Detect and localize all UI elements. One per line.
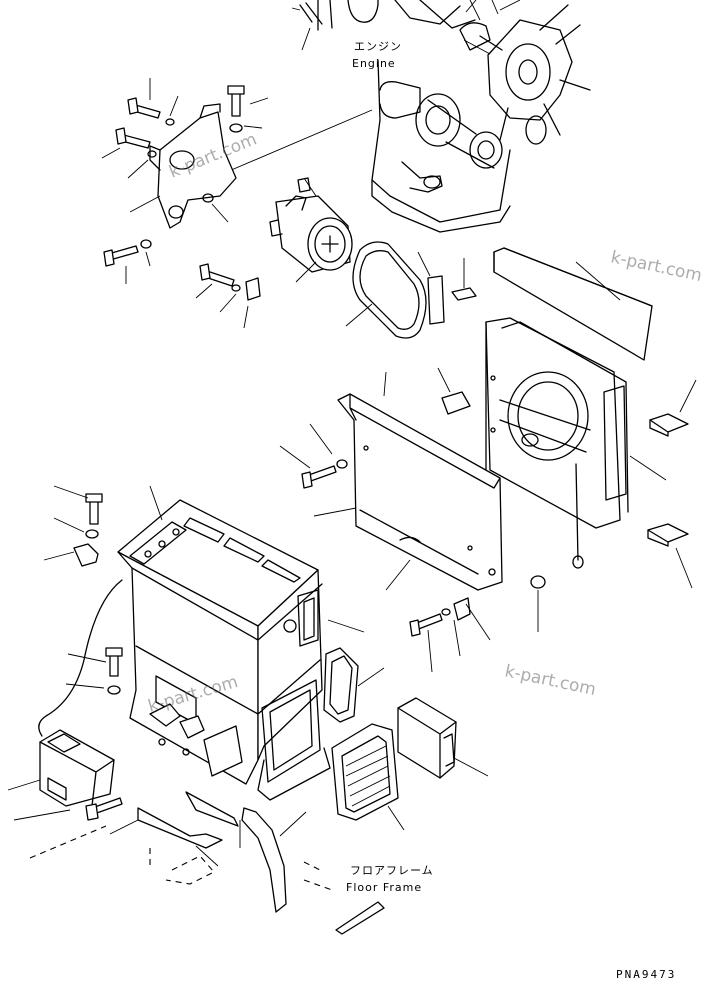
pad-c xyxy=(647,523,689,543)
seal-pad-small xyxy=(451,287,477,301)
bolt xyxy=(109,653,119,677)
air-conditioner-compressor xyxy=(269,177,353,273)
nut xyxy=(530,575,546,589)
compressor-bracket-set xyxy=(103,85,261,301)
belt-leader-line xyxy=(221,109,373,175)
bolt xyxy=(89,499,99,525)
engine-label: エンジン Engine xyxy=(352,40,402,70)
clamp xyxy=(73,543,99,567)
air-conditioner-unit xyxy=(117,499,331,801)
drawing-code: PNA9473 xyxy=(616,968,676,981)
engine-label-jp: エンジン xyxy=(354,40,402,53)
floor-frame-label-jp: フロアフレーム xyxy=(350,864,434,877)
duct-b xyxy=(185,791,239,827)
engine-assembly xyxy=(299,0,591,233)
watermark: k-part.com xyxy=(609,247,704,286)
filter-cover xyxy=(397,697,457,779)
watermark: k-part.com xyxy=(503,661,598,700)
engine-label-en: Engine xyxy=(352,57,396,70)
outlet-duct xyxy=(323,647,359,723)
recirculation-filter xyxy=(331,723,399,821)
v-belt xyxy=(352,241,427,339)
floor-frame-outline xyxy=(149,848,215,885)
pad-b xyxy=(649,413,689,433)
drain-hose xyxy=(241,807,287,913)
wire-harness xyxy=(38,579,123,737)
condenser-bracket-plate xyxy=(337,393,503,591)
floor-frame-label: フロアフレーム Floor Frame xyxy=(346,864,434,894)
seal-pad xyxy=(427,275,445,325)
condenser-assembly xyxy=(485,317,629,569)
relay-box xyxy=(39,729,115,807)
floor-rail xyxy=(335,901,385,935)
callout-leaders xyxy=(7,0,697,867)
clip xyxy=(453,597,471,621)
pad-a xyxy=(441,391,471,415)
floor-frame-label-en: Floor Frame xyxy=(346,881,422,894)
